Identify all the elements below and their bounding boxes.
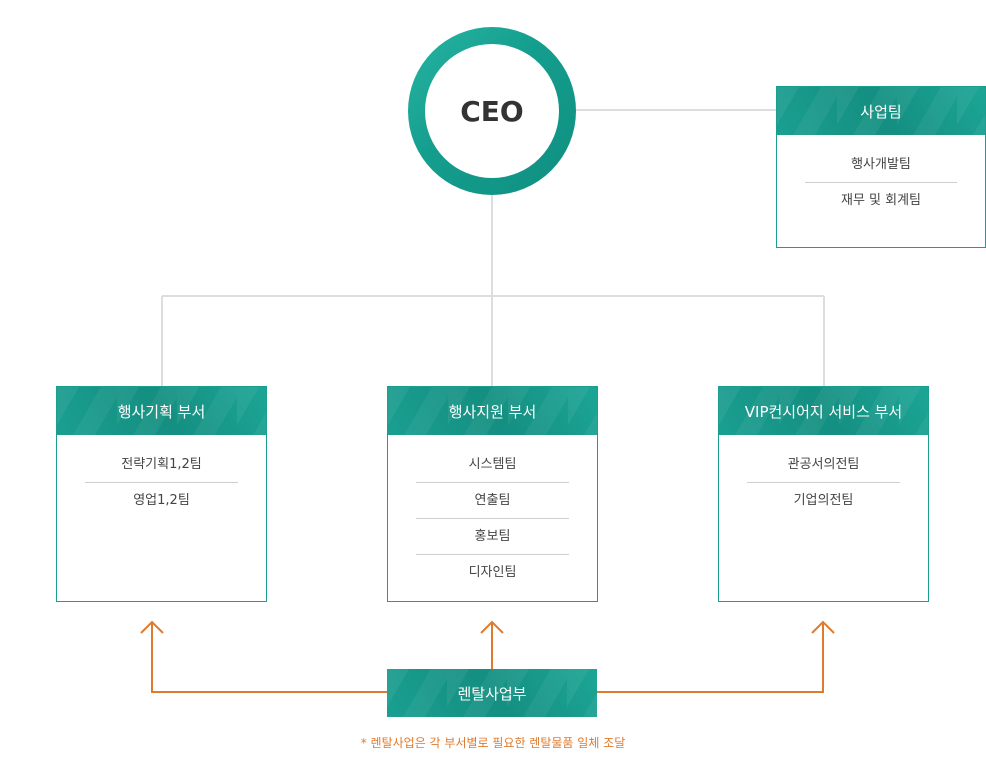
team-item: 행사개발팀 xyxy=(805,147,957,183)
department-box-vip: VIP컨시어지 서비스 부서 관공서의전팀 기업의전팀 xyxy=(718,386,929,602)
department-box-planning: 행사기획 부서 전략기획1,2팀 영업1,2팀 xyxy=(56,386,267,602)
ceo-node: CEO xyxy=(408,27,576,195)
ceo-label: CEO xyxy=(425,44,559,178)
rental-division: 렌탈사업부 xyxy=(387,669,597,717)
department-title: VIP컨시어지 서비스 부서 xyxy=(719,387,928,435)
team-item: 재무 및 회계팀 xyxy=(840,193,922,208)
team-item: 홍보팀 xyxy=(416,519,569,555)
business-team-box: 사업팀 행사개발팀 재무 및 회계팀 xyxy=(776,86,986,248)
department-title: 행사기획 부서 xyxy=(57,387,266,435)
team-item: 영업1,2팀 xyxy=(133,493,190,508)
team-item: 시스템팀 xyxy=(416,447,569,483)
team-item: 관공서의전팀 xyxy=(747,447,900,483)
department-title: 행사지원 부서 xyxy=(388,387,597,435)
team-item: 디자인팀 xyxy=(468,565,517,580)
department-box-support: 행사지원 부서 시스템팀 연출팀 홍보팀 디자인팀 xyxy=(387,386,598,602)
team-item: 기업의전팀 xyxy=(793,493,854,508)
team-item: 연출팀 xyxy=(416,483,569,519)
team-item: 전략기획1,2팀 xyxy=(85,447,238,483)
rental-note: * 렌탈사업은 각 부서별로 필요한 렌탈물품 일체 조달 xyxy=(360,736,626,750)
business-team-title: 사업팀 xyxy=(777,87,985,135)
